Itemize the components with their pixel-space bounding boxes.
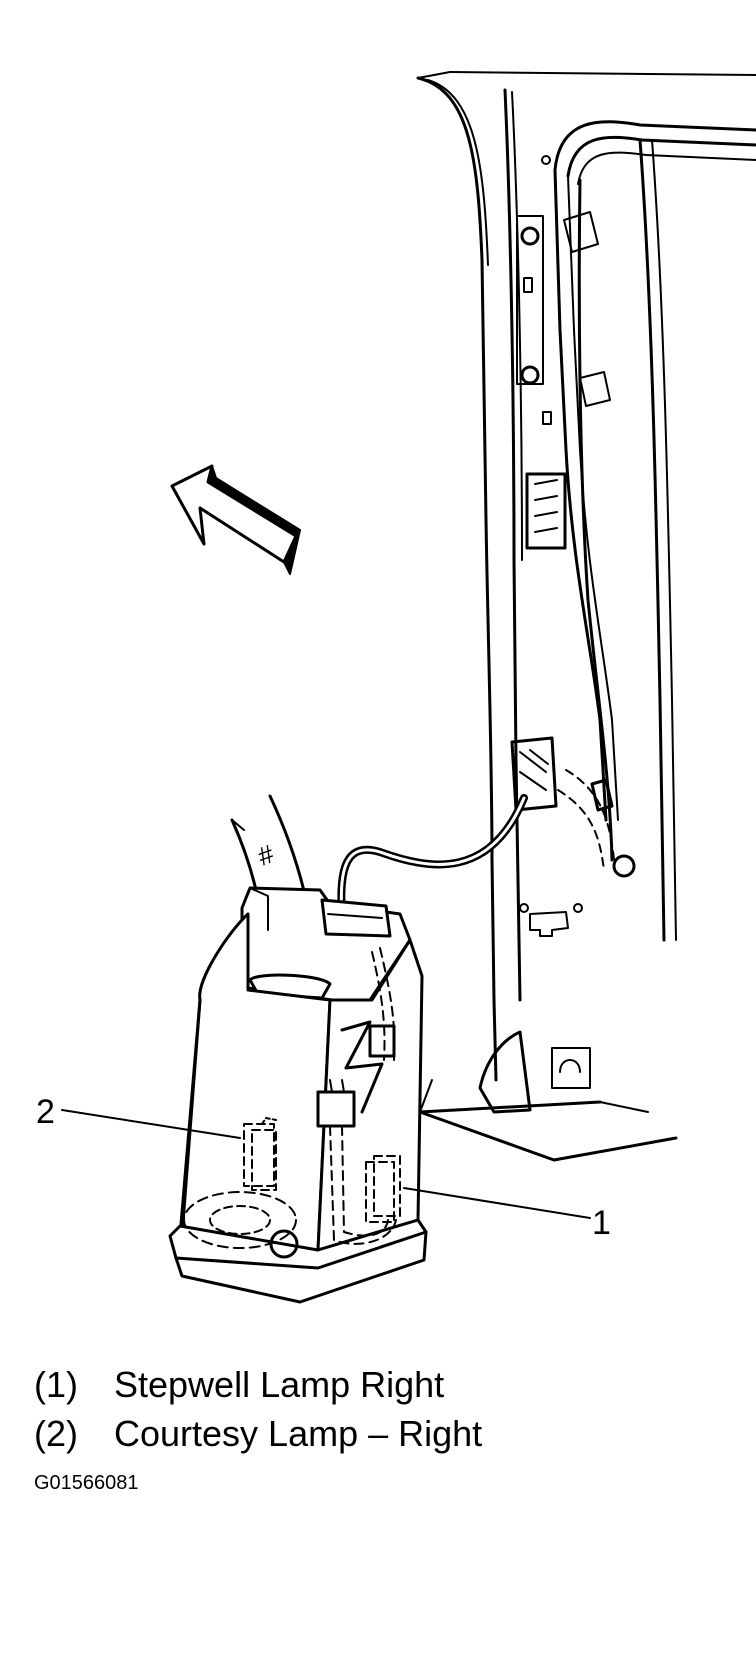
legend-number: (2)	[34, 1413, 78, 1454]
wiring-diagram: # #	[61, 71, 756, 1304]
legend-text: Stepwell Lamp Right	[114, 1364, 445, 1405]
callout-1: 1	[592, 1204, 611, 1242]
direction-arrow	[170, 464, 301, 575]
leader-lines	[61, 1109, 591, 1219]
leader-line-2	[61, 1109, 241, 1139]
legend-number: (1)	[34, 1364, 78, 1405]
legend-row: (2) Courtesy Lamp – Right	[34, 1416, 482, 1452]
wiring-harness	[337, 794, 528, 924]
lamp-housing: # #	[168, 794, 428, 1304]
legend-text: Courtesy Lamp – Right	[114, 1413, 483, 1454]
door-pillar	[416, 71, 756, 1162]
legend-row: (1) Stepwell Lamp Right	[34, 1367, 444, 1403]
figure-id: G01566081	[34, 1472, 139, 1494]
leader-line-1	[403, 1187, 591, 1219]
callout-2: 2	[36, 1093, 55, 1131]
